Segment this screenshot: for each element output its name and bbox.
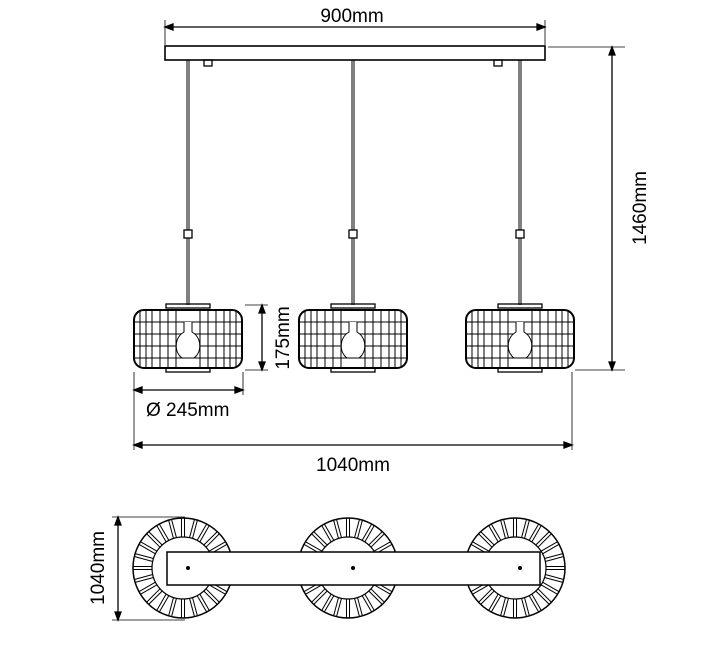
mount-point (518, 566, 522, 570)
top-view-depth-dimension: 1040mm (88, 515, 185, 622)
mount-point (351, 566, 355, 570)
total-height-label: 1460mm (630, 171, 651, 245)
total-width-dimension: 1040mm (132, 372, 574, 476)
canopy-width-dimension: 900mm (163, 6, 547, 45)
bulb-icon (507, 322, 533, 359)
canopy (164, 45, 546, 61)
shade-diameter-dimension: Ø 245mm (132, 372, 245, 450)
shade-diameter-label: Ø 245mm (146, 400, 229, 421)
canopy-clip (203, 59, 213, 67)
canopy-width-label: 900mm (320, 6, 383, 27)
bulb-icon (340, 322, 366, 359)
bulb-icon (175, 322, 201, 359)
total-width-label: 1040mm (316, 455, 390, 476)
top-view-depth-label: 1040mm (88, 531, 109, 605)
mount-point (186, 566, 190, 570)
shade-height-label: 175mm (273, 306, 294, 369)
cord-connector (515, 229, 525, 239)
shade-height-dimension: 175mm (245, 303, 294, 372)
pendant-lamp (465, 60, 575, 373)
pendant-lamp (133, 60, 243, 373)
pendant-lamp (298, 60, 408, 373)
total-height-dimension: 1460mm (548, 45, 651, 372)
cord-connector (348, 229, 358, 239)
canopy-clip (493, 59, 503, 67)
side-view-lamps (133, 60, 575, 373)
cord-connector (183, 229, 193, 239)
